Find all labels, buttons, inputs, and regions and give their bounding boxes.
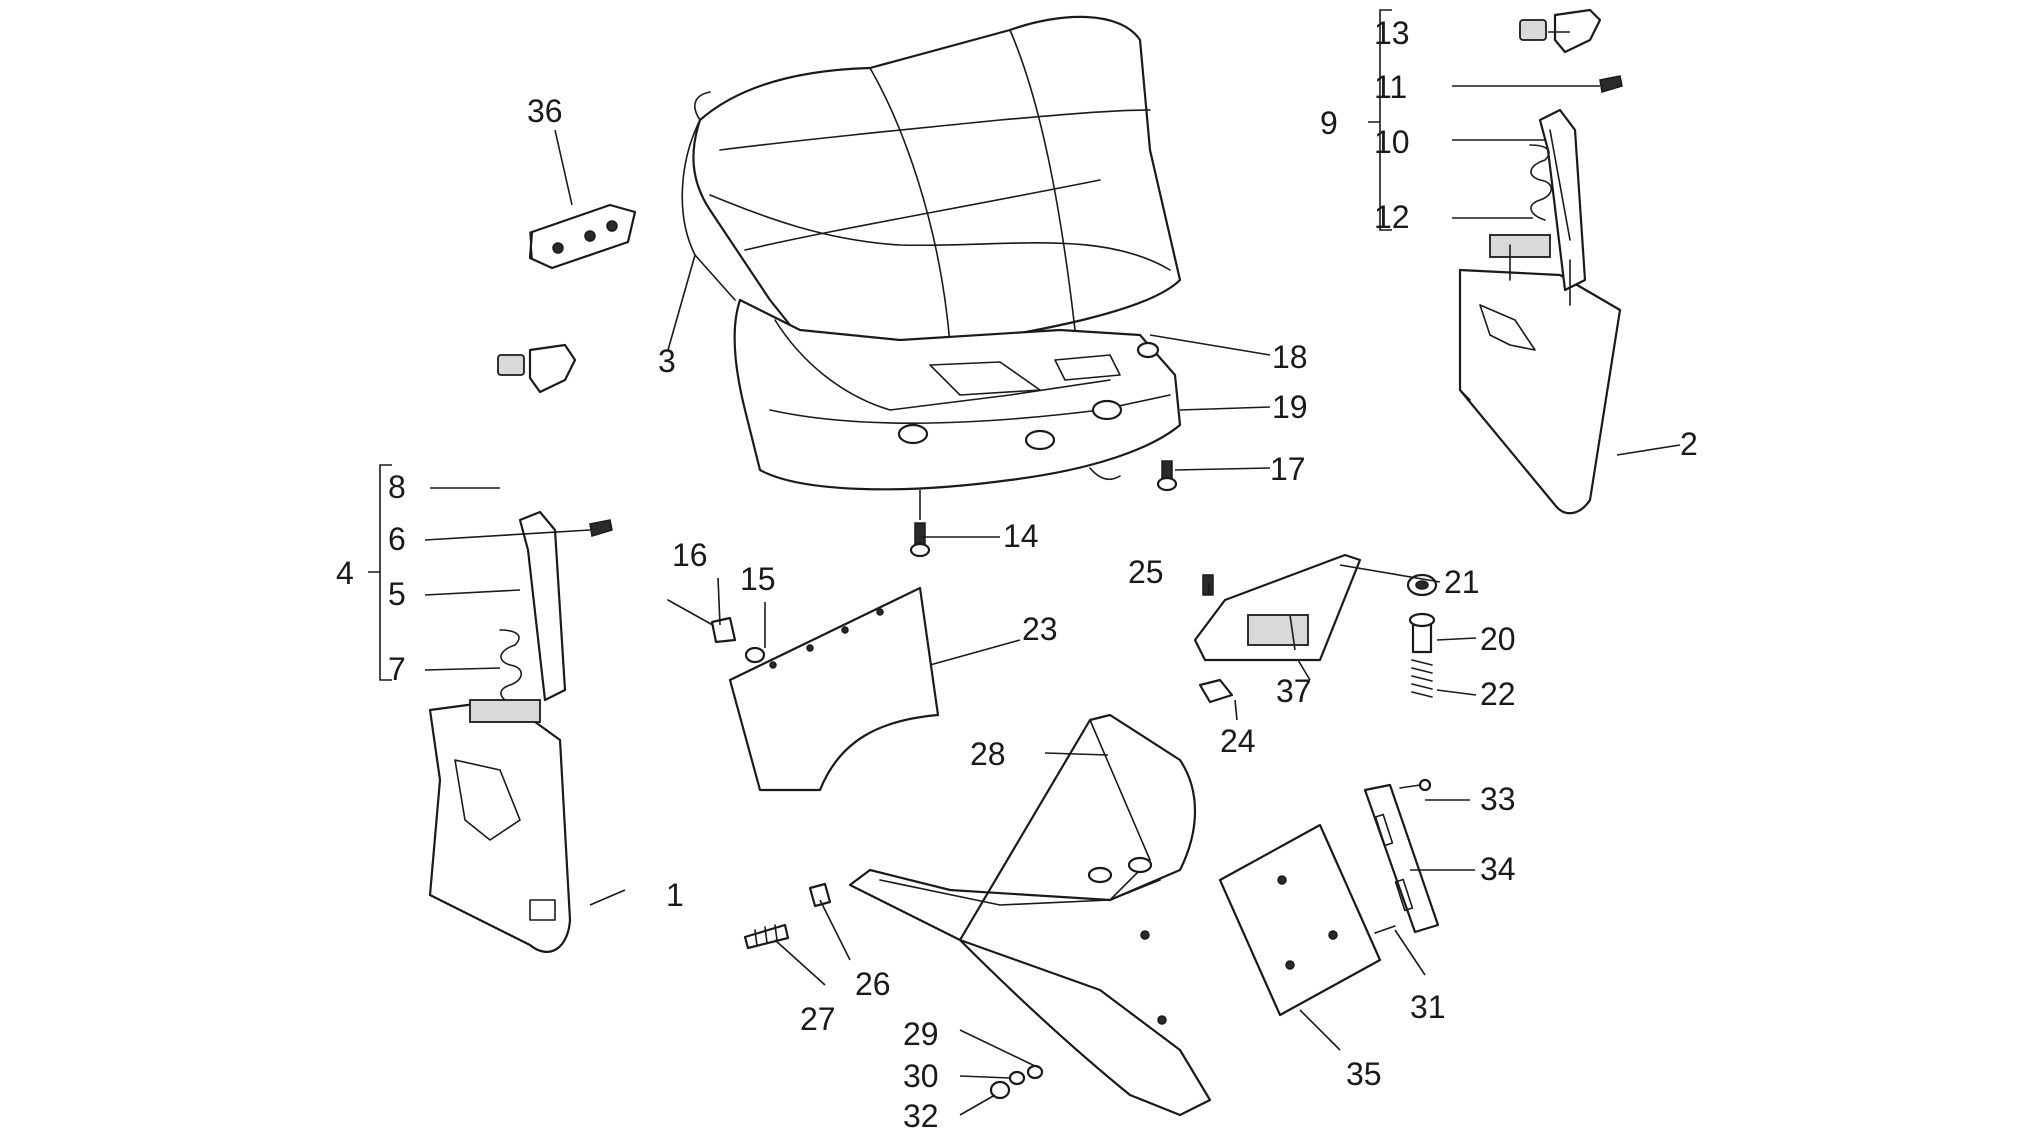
callout-15: 15 [740, 561, 776, 597]
top-case-lid [692, 15, 1182, 358]
callout-11: 11 [1374, 69, 1407, 105]
clip-26 [808, 882, 832, 908]
left-hinge-assembly [469, 343, 613, 723]
right-side-panel [1458, 268, 1622, 515]
callout-13: 13 [1374, 15, 1410, 51]
spring-22 [1411, 659, 1433, 698]
callout-7: 7 [388, 651, 406, 687]
callout-32: 32 [903, 1098, 939, 1130]
bushing-20 [1408, 612, 1436, 654]
callout-24: 24 [1220, 723, 1256, 759]
group-bracket-9 [1368, 9, 1392, 231]
callout-19: 19 [1272, 389, 1308, 425]
callout-2: 2 [1680, 426, 1698, 462]
left-side-panel [428, 698, 572, 953]
callout-29: 29 [903, 1016, 939, 1052]
license-light-37 [1193, 553, 1362, 662]
screw-25 [1202, 574, 1214, 596]
callout-3: 3 [658, 343, 676, 379]
callout-12: 12 [1374, 199, 1410, 235]
group-bracket-4 [368, 464, 392, 681]
mud-flap [728, 586, 940, 792]
clip-24 [1198, 678, 1234, 704]
callout-14: 14 [1003, 518, 1039, 554]
rubber-pad [528, 203, 637, 270]
rivet-pin [667, 599, 737, 644]
callout-10: 10 [1374, 124, 1410, 160]
washer-30 [1008, 1070, 1026, 1086]
callout-4: 4 [336, 555, 354, 591]
bracket-34 [1363, 783, 1440, 934]
callout-1: 1 [666, 877, 684, 913]
callout-8: 8 [388, 469, 406, 505]
screw-14 [909, 522, 931, 558]
washer-29 [1026, 1064, 1044, 1080]
callout-25: 25 [1128, 554, 1164, 590]
callout-31: 31 [1410, 989, 1446, 1025]
callout-17: 17 [1270, 451, 1306, 487]
callout-6: 6 [388, 521, 406, 557]
screw-33 [1399, 778, 1432, 792]
nut-32 [989, 1080, 1011, 1100]
callout-20: 20 [1480, 621, 1516, 657]
right-hinge-assembly [1489, 8, 1623, 306]
screw-27 [743, 923, 790, 950]
callout-9: 9 [1320, 105, 1338, 141]
top-case-frame [681, 91, 1182, 491]
callout-28: 28 [970, 736, 1006, 772]
callout-26: 26 [855, 966, 891, 1002]
callout-21: 21 [1444, 564, 1480, 600]
leader-lines [424, 31, 1681, 1116]
callout-5: 5 [388, 576, 406, 612]
callout-36: 36 [527, 93, 563, 129]
callout-35: 35 [1346, 1056, 1382, 1092]
callout-labels: 1 2 3 4 5 6 7 8 9 10 11 12 13 14 15 16 1… [336, 15, 1698, 1130]
callout-18: 18 [1272, 339, 1308, 375]
license-plate-35 [1218, 823, 1382, 1017]
rear-mudguard [848, 713, 1212, 1117]
callout-33: 33 [1480, 781, 1516, 817]
callout-37: 37 [1276, 673, 1312, 709]
callout-23: 23 [1022, 611, 1058, 647]
screw-31 [1374, 925, 1396, 934]
callout-16: 16 [672, 537, 708, 573]
callout-34: 34 [1480, 851, 1516, 887]
washer [744, 646, 766, 664]
callout-22: 22 [1480, 676, 1516, 712]
screw-17 [1156, 460, 1178, 492]
callout-27: 27 [800, 1001, 836, 1037]
callout-30: 30 [903, 1058, 939, 1094]
